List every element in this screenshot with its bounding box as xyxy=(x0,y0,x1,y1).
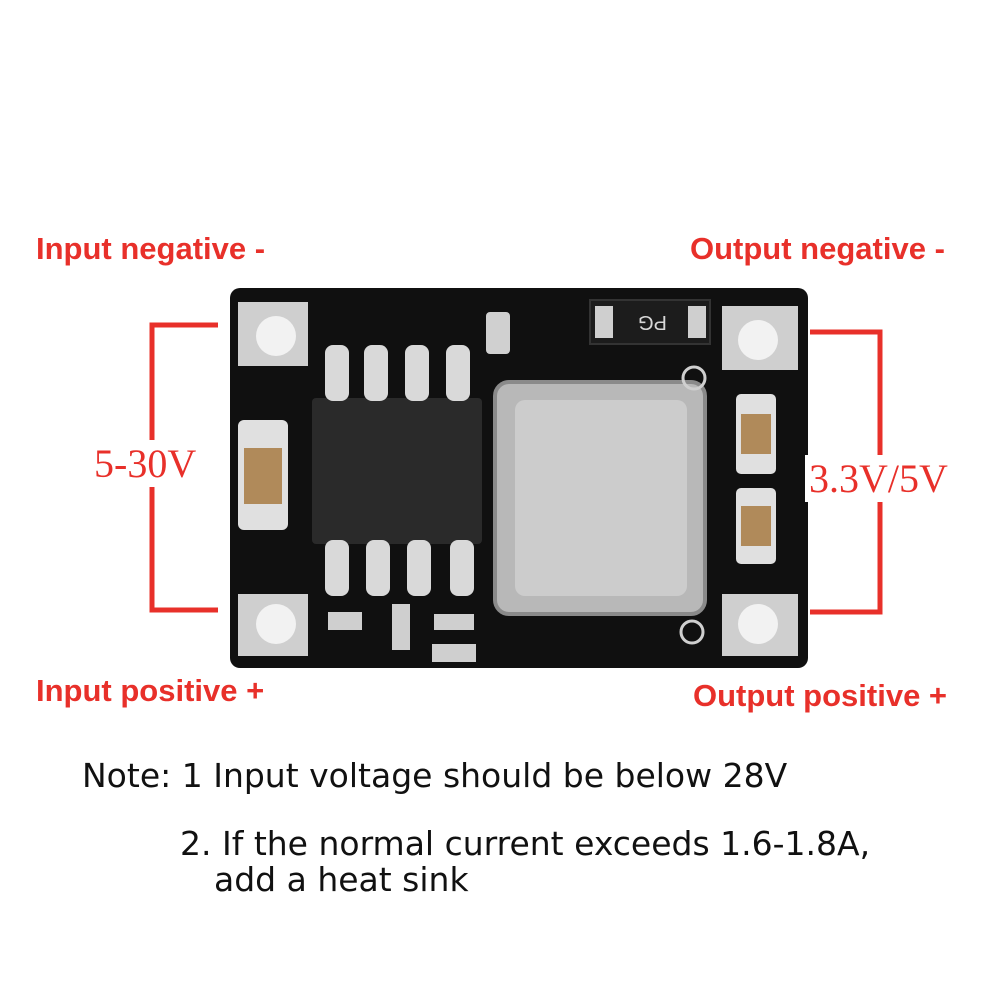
smd-resistor-bottom-4 xyxy=(432,644,476,662)
label-output-negative: Output negative - xyxy=(690,231,945,266)
smd-resistor-bottom-1 xyxy=(328,612,362,630)
label-input-positive: Input positive + xyxy=(36,673,265,708)
mounting-pad-bottom-left xyxy=(238,594,308,656)
label-input-voltage: 5-30V xyxy=(90,440,201,487)
note-line-2: 2. If the normal current exceeds 1.6-1.8… xyxy=(180,824,871,863)
ic-pins-top xyxy=(325,345,470,401)
label-output-voltage: 3.3V/5V xyxy=(805,455,952,502)
mounting-pad-top-left xyxy=(238,302,308,366)
label-output-positive: Output positive + xyxy=(693,678,948,713)
board-marking: PG xyxy=(638,311,667,333)
smd-resistor-bottom-2 xyxy=(392,604,410,650)
ic-pins-bottom xyxy=(325,540,474,596)
mounting-pad-top-right xyxy=(722,306,798,370)
smd-resistor-top xyxy=(486,312,510,354)
label-input-negative: Input negative - xyxy=(36,231,266,266)
output-capacitor-top xyxy=(736,394,776,474)
note-line-3: add a heat sink xyxy=(214,860,469,899)
diode-component xyxy=(589,299,711,345)
output-capacitor-bottom xyxy=(736,488,776,564)
ground-symbol-icon xyxy=(679,365,707,645)
smd-resistor-bottom-3 xyxy=(434,614,474,630)
mounting-pad-bottom-right xyxy=(722,594,798,656)
note-line-1: Note: 1 Input voltage should be below 28… xyxy=(82,756,788,795)
ic-chip xyxy=(312,398,482,544)
input-capacitor xyxy=(238,420,288,530)
